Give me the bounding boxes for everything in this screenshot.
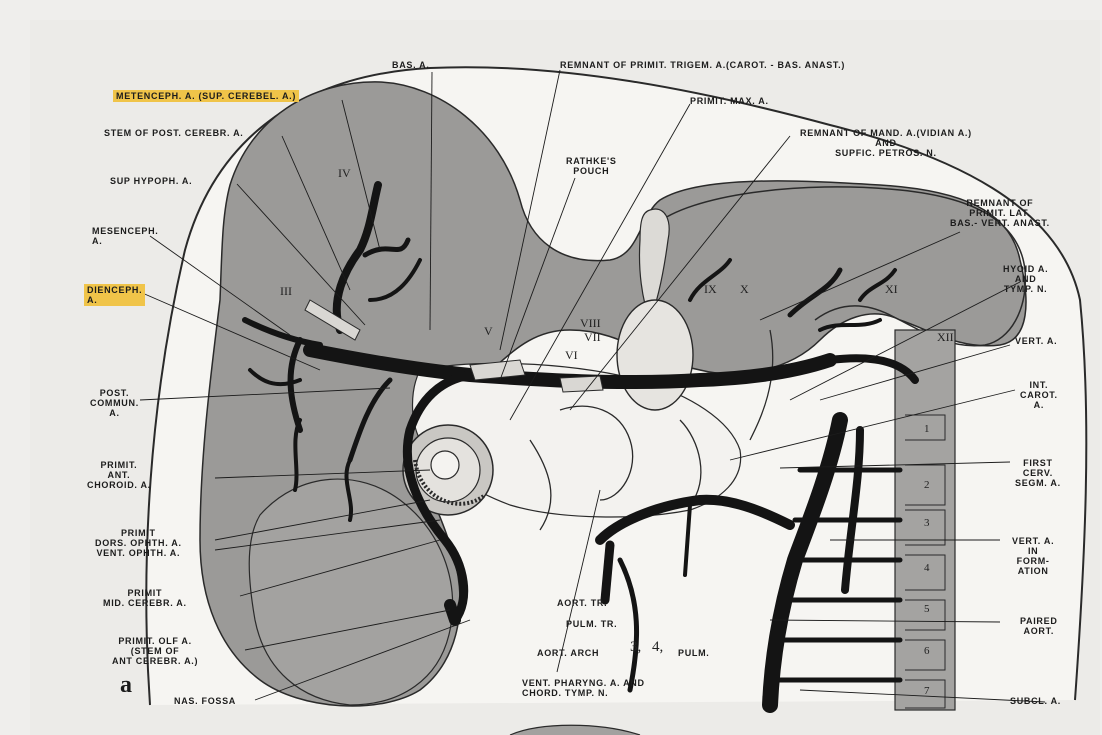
nerve-viii: VIII — [580, 318, 601, 328]
label-rathkes-pouch: RATHKE'S POUCH — [566, 156, 617, 176]
lens — [431, 451, 459, 479]
label-aort-tr: AORT. TR. — [557, 598, 607, 608]
somite-number: 7 — [924, 686, 930, 696]
label-vert-in-formation: VERT. A. IN FORM- ATION — [1012, 536, 1054, 576]
label-first-cerv: FIRST CERV. SEGM. A. — [1015, 458, 1061, 488]
label-vent-pharyng: VENT. PHARYNG. A. AND CHORD. TYMP. N. — [522, 678, 645, 698]
label-pulm-tr: PULM. TR. — [566, 619, 617, 629]
somite-number: 5 — [924, 604, 930, 614]
label-subcl: SUBCL. A. — [1010, 696, 1061, 706]
nerve-v: V — [484, 326, 493, 336]
label-remnant-mand: REMNANT OF MAND. A.(VIDIAN A.) AND SUPFI… — [800, 128, 972, 158]
label-pulm: PULM. — [678, 648, 710, 658]
label-primit-max: PRIMIT. MAX. A. — [690, 96, 769, 106]
otic-vesicle — [617, 300, 693, 410]
label-stem-post-cerebr: STEM OF POST. CEREBR. A. — [104, 128, 243, 138]
nerve-x: X — [740, 284, 749, 294]
label-sup-hypoph: SUP HYPOPH. A. — [110, 176, 192, 186]
label-arch-3: 3, — [630, 642, 641, 652]
figure-letter: a — [120, 680, 132, 690]
label-paired-aort: PAIRED AORT. — [1020, 616, 1058, 636]
label-primit-ant-choroid: PRIMIT. ANT. CHOROID. A. — [87, 460, 151, 490]
nerve-xii: XII — [937, 332, 954, 342]
label-nas-fossa: NAS. FOSSA — [174, 696, 236, 706]
somite-number: 6 — [924, 646, 930, 656]
label-bas-a: BAS. A. — [392, 60, 430, 70]
nerve-ix: IX — [704, 284, 717, 294]
label-primit-dors-ophth: PRIMIT DORS. OPHTH. A. VENT. OPHTH. A. — [95, 528, 182, 558]
label-int-carot: INT. CAROT. A. — [1020, 380, 1058, 410]
label-dienceph: DIENCEPH. A. — [84, 284, 145, 306]
label-aort-arch: AORT. ARCH — [537, 648, 599, 658]
nerve-vi: VI — [565, 350, 578, 360]
somite-number: 3 — [924, 518, 930, 528]
somite-number: 1 — [924, 424, 930, 434]
label-primit-mid-cerebr: PRIMIT MID. CEREBR. A. — [103, 588, 187, 608]
somite-number: 2 — [924, 480, 930, 490]
label-arch-4: 4, — [652, 642, 663, 652]
label-post-commun: POST. COMMUN. A. — [90, 388, 139, 418]
nerve-xi: XI — [885, 284, 898, 294]
label-primit-olf: PRIMIT. OLF A. (STEM OF ANT CEREBR. A.) — [112, 636, 198, 666]
label-mesenceph: MESENCEPH. A. — [92, 226, 159, 246]
label-remnant-trigem: REMNANT OF PRIMIT. TRIGEM. A.(CAROT. - B… — [560, 60, 845, 70]
nerve-iv: IV — [338, 168, 351, 178]
label-vert-a: VERT. A. — [1015, 336, 1057, 346]
label-hyoid: HYOID A. AND TYMP. N. — [1003, 264, 1048, 294]
nerve-vii: VII — [584, 332, 601, 342]
somite-number: 4 — [924, 563, 930, 573]
label-remnant-lat: REMNANT OF PRIMIT. LAT. BAS.- VERT. ANAS… — [950, 198, 1050, 228]
nerve-iii: III — [280, 286, 292, 296]
label-metenceph: METENCEPH. A. (SUP. CEREBEL. A.) — [113, 90, 299, 102]
